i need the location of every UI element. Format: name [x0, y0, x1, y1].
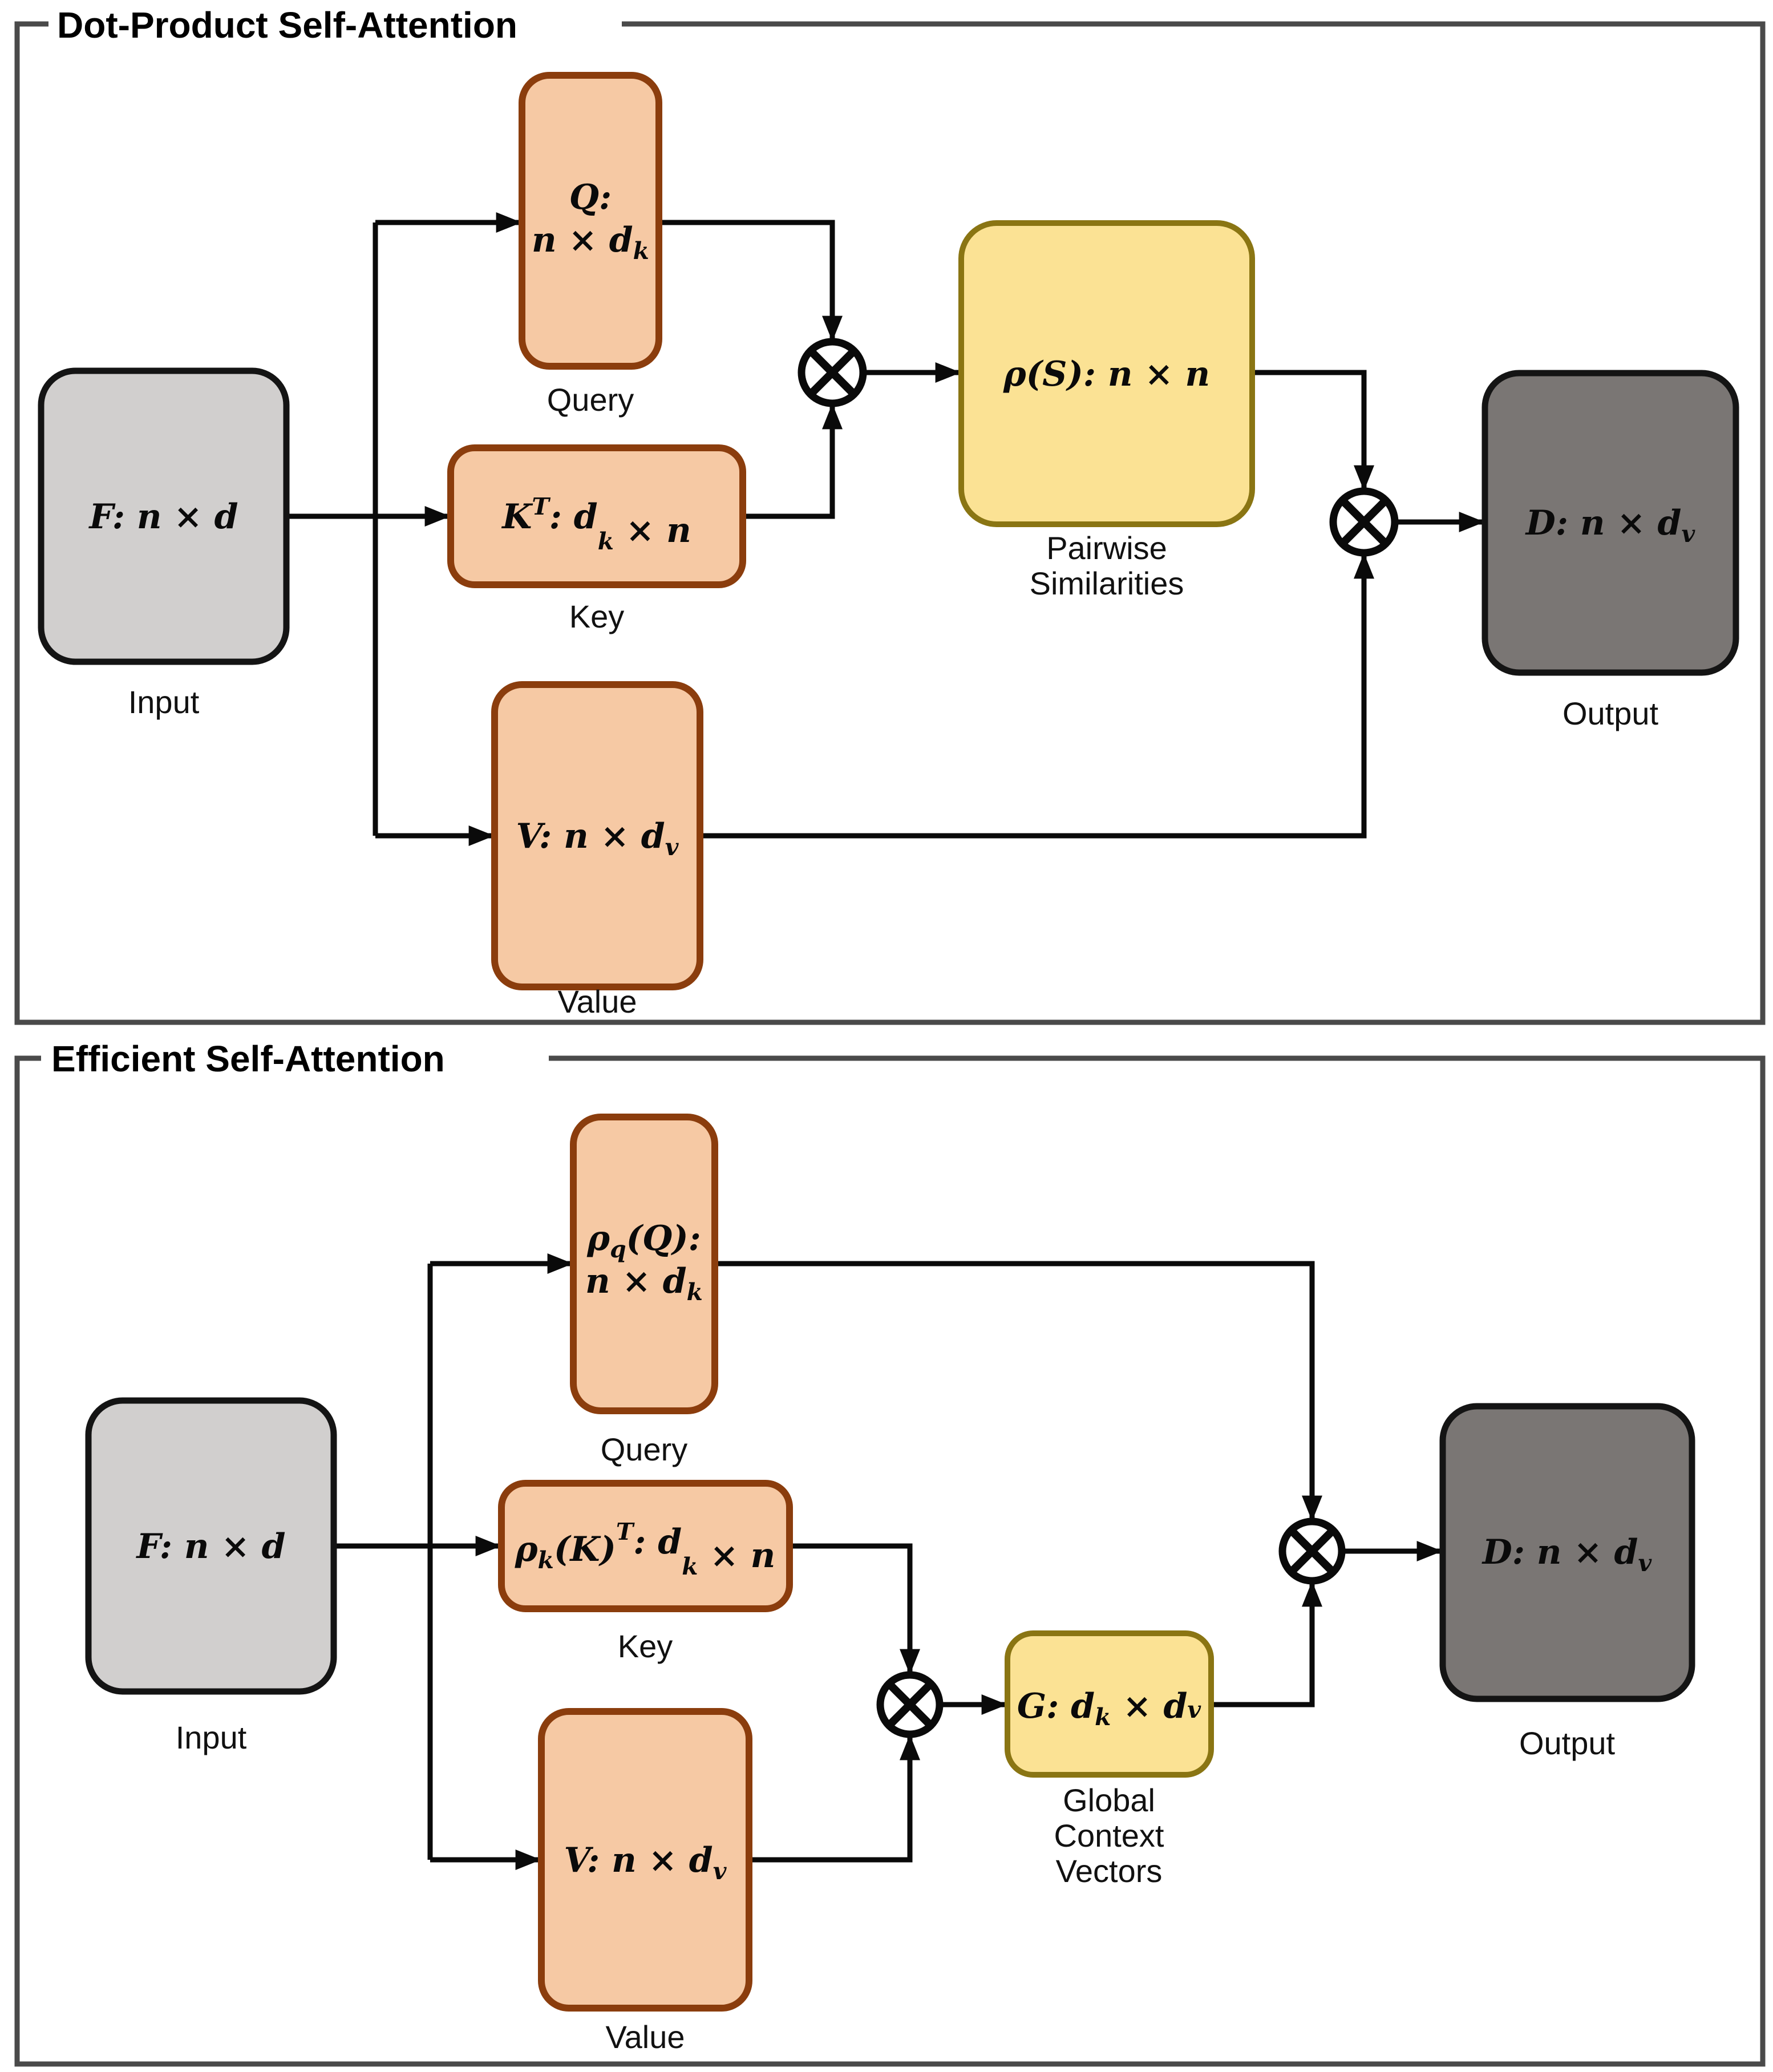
output-math: D: n × dv: [1481, 1532, 1653, 1577]
panel-border: [14, 1055, 1766, 2067]
node-query: ρq(Q): n × dk Query: [570, 1114, 718, 1467]
connector-value-to-matmul2: [700, 553, 1374, 839]
connector-query-to-matmul1: [659, 220, 843, 342]
value-math: V: n × dv: [516, 816, 679, 861]
input-label: Input: [176, 1719, 247, 1755]
key-label: Key: [618, 1628, 673, 1664]
node-global-context-vectors: G: dk × dv Global Context Vectors: [1005, 1630, 1214, 1889]
node-input: F: n × d Input: [38, 367, 290, 720]
node-output: D: n × dv Output: [1481, 370, 1739, 731]
query-box: [519, 72, 662, 370]
node-value: V: n × dv Value: [538, 1708, 752, 2055]
query-label: Query: [601, 1431, 688, 1467]
input-math: F: n × d: [135, 1527, 285, 1567]
panel-border: [14, 21, 1766, 1025]
query-math-line2: n × dk: [532, 220, 649, 265]
key-label: Key: [569, 598, 625, 634]
value-math: V: n × dv: [564, 1840, 727, 1885]
panel-title: Dot-Product Self-Attention: [57, 5, 517, 46]
node-key: KT: dk × n Key: [447, 444, 746, 634]
matmul-cross-line: [1289, 1528, 1335, 1575]
key-box: [447, 444, 746, 588]
query-box: [570, 1114, 718, 1414]
connector-similarities-to-matmul2: [1252, 370, 1374, 491]
panel-title-background: [41, 1028, 549, 1090]
input-box: [38, 367, 290, 665]
node-output: D: n × dv Output: [1439, 1403, 1695, 1761]
matmul-icon: [1278, 1517, 1346, 1585]
value-label: Value: [557, 984, 637, 1019]
node-key: ρk(K)T: dk × n Key: [498, 1480, 793, 1664]
input-box: [85, 1397, 337, 1695]
panel-efficient-self-attention: Efficient Self-Attention F: n × d Input …: [14, 1028, 1766, 2067]
matmul-icon: [1329, 487, 1399, 557]
matmul-cross-line: [1340, 498, 1388, 546]
output-box: [1481, 370, 1739, 676]
global-box: [1005, 1630, 1214, 1778]
query-label: Query: [547, 382, 634, 418]
connector-query-to-matmul2: [715, 1261, 1322, 1521]
connector-global-to-matmul2: [1211, 1581, 1322, 1707]
value-box: [538, 1708, 752, 2012]
connector-key-to-matmul1: [790, 1543, 920, 1675]
input-math: F: n × d: [88, 497, 238, 537]
similarities-label-line1: Pairwise: [1046, 530, 1167, 566]
query-math-line1: ρq(Q):: [586, 1219, 701, 1263]
node-pairwise-similarities: ρ(S): n × n Pairwise Similarities: [958, 220, 1255, 601]
input-label: Input: [128, 684, 200, 720]
similarities-math: ρ(S): n × n: [1003, 354, 1210, 394]
key-box: [498, 1480, 793, 1612]
connector-value-to-matmul1: [749, 1734, 920, 1863]
node-value: V: n × dv Value: [491, 681, 703, 1019]
matmul-cross-line: [808, 349, 856, 396]
matmul-cross-line: [886, 1681, 933, 1728]
global-math: G: dk × dv: [1017, 1686, 1202, 1731]
output-math: D: n × dv: [1525, 503, 1696, 548]
global-label-line2: Context: [1054, 1818, 1164, 1854]
connector-key-to-matmul1: [743, 403, 843, 519]
key-math: KT: dk × n: [501, 493, 691, 555]
connectors-top: [286, 212, 1485, 846]
query-math-line2: n × dk: [585, 1261, 703, 1306]
node-query: Q: n × dk Query: [519, 72, 662, 418]
output-label: Output: [1519, 1725, 1616, 1761]
global-label-line3: Vectors: [1056, 1853, 1163, 1889]
matmul-icon: [876, 1671, 944, 1738]
panel-title: Efficient Self-Attention: [51, 1038, 445, 1079]
value-label: Value: [605, 2019, 685, 2055]
node-input: F: n × d Input: [85, 1397, 337, 1755]
key-math: ρk(K)T: dk × n: [515, 1518, 775, 1580]
connectors-bottom: [334, 1253, 1443, 1870]
panel-dot-product-self-attention: Dot-Product Self-Attention F: n × d Inpu…: [14, 0, 1766, 1025]
query-math-line1: Q:: [569, 177, 612, 217]
output-label: Output: [1562, 695, 1659, 731]
value-box: [491, 681, 703, 990]
similarities-box: [958, 220, 1255, 527]
global-label-line1: Global: [1063, 1782, 1155, 1818]
similarities-label-line2: Similarities: [1030, 565, 1184, 601]
output-box: [1439, 1403, 1695, 1702]
matmul-icon: [798, 338, 867, 407]
panel-title-background: [48, 0, 622, 57]
